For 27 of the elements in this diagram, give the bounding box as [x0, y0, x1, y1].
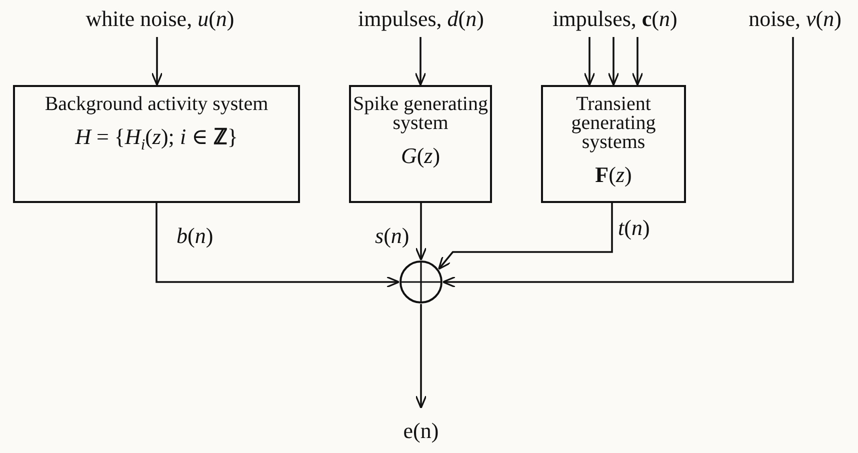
system-name: Background activity system	[44, 95, 268, 114]
signal-arrow	[151, 37, 163, 86]
transfer-function: F(z)	[595, 164, 632, 186]
input-signal-label: impulses, c(n)	[552, 8, 678, 30]
signal-arrow	[632, 37, 644, 86]
system-box	[541, 85, 686, 203]
signal-arrow	[414, 37, 426, 86]
input-signal-label: white noise, u(n)	[86, 8, 234, 30]
signal-arrow	[442, 37, 794, 288]
signal-arrow	[415, 304, 427, 409]
signal-arrow	[584, 37, 596, 86]
system-name: Transient generating systems	[570, 95, 657, 152]
signal-arrow	[438, 203, 613, 270]
signal-arrow	[156, 203, 400, 288]
system-box	[13, 85, 300, 203]
edge-label: s(n)	[373, 225, 412, 247]
system-box	[349, 85, 492, 203]
edge-label: b(n)	[174, 225, 216, 247]
input-signal-label: noise, v(n)	[748, 8, 842, 30]
output-signal-label: e(n)	[403, 420, 439, 442]
system-name: Spike generating system	[352, 95, 489, 133]
transfer-function: G(z)	[400, 145, 440, 167]
transfer-function: H = {H$_{i}$(z); i ∈ ℤ}	[75, 126, 238, 153]
input-signal-label: impulses, d(n)	[358, 8, 484, 30]
edge-label: t(n)	[616, 217, 652, 239]
signal-arrow	[608, 37, 620, 86]
signal-arrow	[415, 203, 427, 261]
